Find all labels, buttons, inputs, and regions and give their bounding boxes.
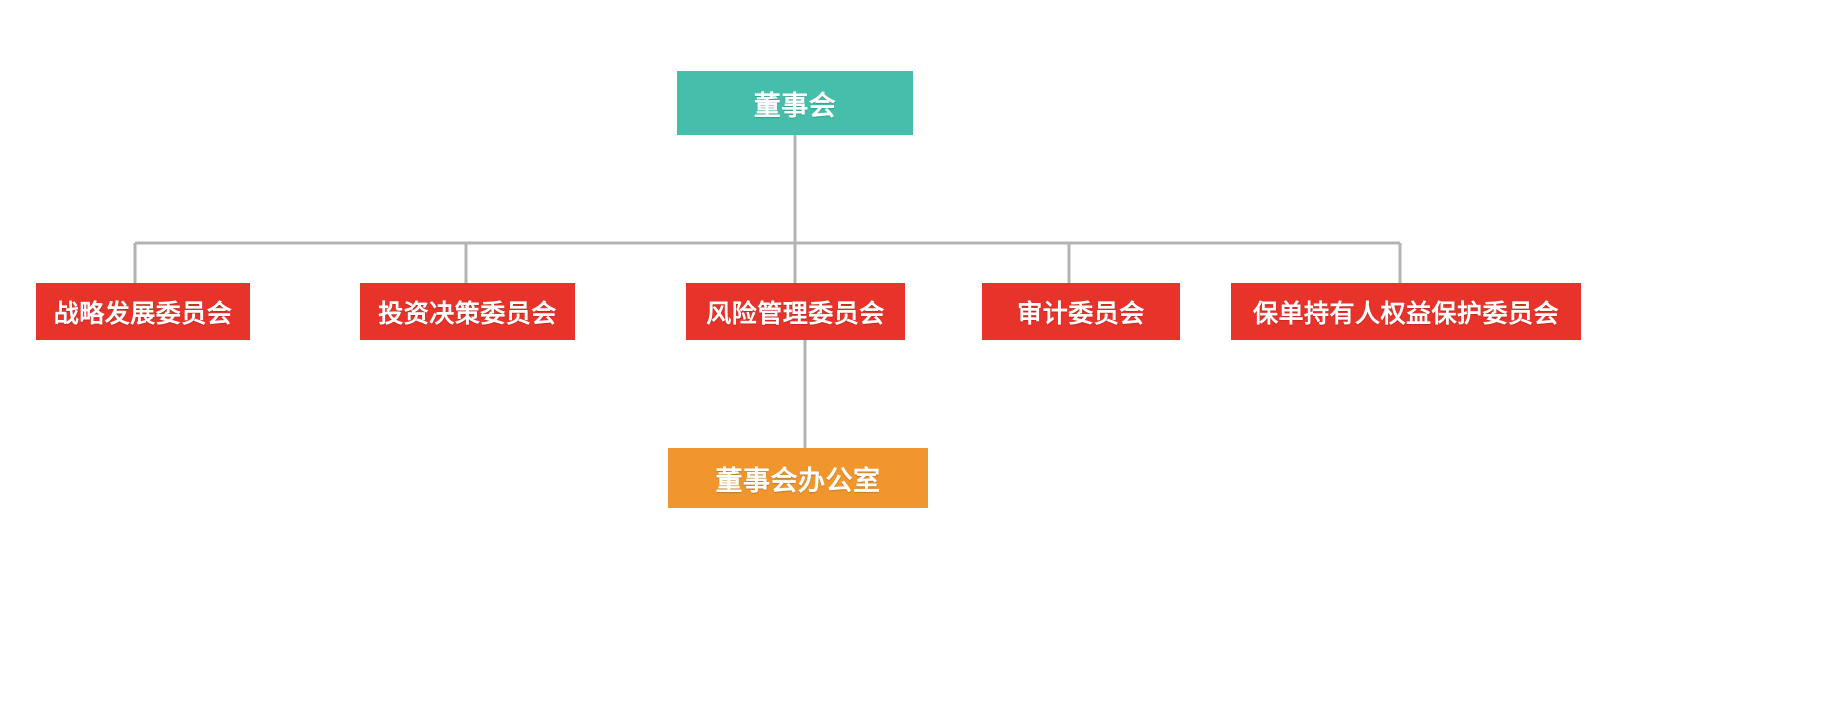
node-label-board-of-directors: 董事会 <box>753 90 837 121</box>
node-label-risk-management-committee: 风险管理委员会 <box>706 299 885 328</box>
node-label-policyholder-rights-protection-committee: 保单持有人权益保护委员会 <box>1252 299 1559 328</box>
node-strategy-development-committee[interactable]: 战略发展委员会 <box>36 283 250 340</box>
node-label-audit-committee: 审计委员会 <box>1017 299 1145 328</box>
node-label-board-office: 董事会办公室 <box>715 465 881 496</box>
node-board-office[interactable]: 董事会办公室 <box>668 448 928 508</box>
node-investment-decision-committee[interactable]: 投资决策委员会 <box>360 283 575 340</box>
node-label-investment-decision-committee: 投资决策委员会 <box>378 299 557 328</box>
node-policyholder-rights-protection-committee[interactable]: 保单持有人权益保护委员会 <box>1231 283 1581 340</box>
node-audit-committee[interactable]: 审计委员会 <box>982 283 1180 340</box>
node-risk-management-committee[interactable]: 风险管理委员会 <box>686 283 905 340</box>
node-label-strategy-development-committee: 战略发展委员会 <box>53 299 233 328</box>
node-board-of-directors[interactable]: 董事会 <box>677 71 913 135</box>
